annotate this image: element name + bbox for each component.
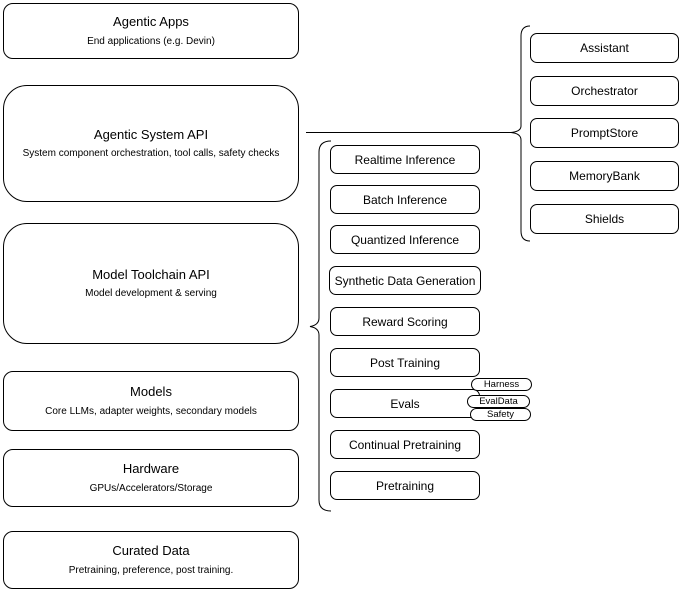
promptstore-label: PromptStore bbox=[570, 126, 639, 140]
box-pretraining: Pretraining bbox=[330, 471, 480, 500]
curated-data-subtitle: Pretraining, preference, post training. bbox=[68, 564, 234, 576]
box-evals: Evals bbox=[330, 389, 480, 418]
models-subtitle: Core LLMs, adapter weights, secondary mo… bbox=[45, 405, 257, 417]
quantized-inference-label: Quantized Inference bbox=[350, 232, 460, 247]
model-toolchain-api-subtitle: Model development & serving bbox=[85, 288, 217, 300]
box-post-training: Post Training bbox=[330, 348, 480, 377]
hardware-subtitle: GPUs/Accelerators/Storage bbox=[89, 482, 213, 494]
box-reward-scoring: Reward Scoring bbox=[330, 307, 480, 336]
safety-label: Safety bbox=[487, 408, 514, 420]
system-components-group-brace bbox=[510, 25, 531, 242]
reward-scoring-label: Reward Scoring bbox=[362, 314, 448, 329]
post-training-label: Post Training bbox=[369, 355, 441, 370]
box-realtime-inference: Realtime Inference bbox=[330, 145, 480, 174]
tag-evaldata: EvalData bbox=[467, 395, 530, 408]
box-hardware: Hardware GPUs/Accelerators/Storage bbox=[3, 449, 299, 507]
agentic-apps-subtitle: End applications (e.g. Devin) bbox=[87, 35, 215, 47]
realtime-inference-label: Realtime Inference bbox=[354, 152, 456, 167]
tag-safety: Safety bbox=[470, 408, 531, 421]
box-orchestrator: Orchestrator bbox=[530, 76, 679, 106]
assistant-label: Assistant bbox=[580, 41, 629, 55]
box-models: Models Core LLMs, adapter weights, secon… bbox=[3, 371, 299, 431]
evaldata-label: EvalData bbox=[479, 395, 518, 407]
box-agentic-apps: Agentic Apps End applications (e.g. Devi… bbox=[3, 3, 299, 59]
box-batch-inference: Batch Inference bbox=[330, 185, 480, 214]
batch-inference-label: Batch Inference bbox=[362, 192, 448, 207]
memorybank-label: MemoryBank bbox=[569, 169, 640, 183]
box-shields: Shields bbox=[530, 204, 679, 234]
box-synthetic-data-generation: Synthetic Data Generation bbox=[329, 266, 481, 295]
continual-pretraining-label: Continual Pretraining bbox=[348, 437, 462, 452]
box-continual-pretraining: Continual Pretraining bbox=[330, 430, 480, 459]
synthetic-data-generation-label: Synthetic Data Generation bbox=[334, 273, 476, 288]
models-title: Models bbox=[130, 384, 172, 400]
box-memorybank: MemoryBank bbox=[530, 161, 679, 191]
box-curated-data: Curated Data Pretraining, preference, po… bbox=[3, 531, 299, 589]
agentic-system-api-subtitle: System component orchestration, tool cal… bbox=[22, 148, 280, 160]
box-quantized-inference: Quantized Inference bbox=[330, 225, 480, 254]
orchestrator-label: Orchestrator bbox=[571, 84, 638, 98]
box-assistant: Assistant bbox=[530, 33, 679, 63]
harness-label: Harness bbox=[483, 378, 520, 390]
tag-harness: Harness bbox=[471, 378, 532, 391]
pretraining-label: Pretraining bbox=[375, 478, 435, 493]
box-promptstore: PromptStore bbox=[530, 118, 679, 148]
shields-label: Shields bbox=[584, 212, 625, 226]
box-agentic-system-api: Agentic System API System component orch… bbox=[3, 85, 299, 202]
box-model-toolchain-api: Model Toolchain API Model development & … bbox=[3, 223, 299, 344]
agentic-system-api-title: Agentic System API bbox=[93, 126, 209, 142]
curated-data-title: Curated Data bbox=[112, 543, 190, 559]
hardware-title: Hardware bbox=[122, 461, 180, 477]
model-toolchain-api-title: Model Toolchain API bbox=[92, 266, 210, 282]
evals-label: Evals bbox=[390, 396, 420, 411]
agentic-apps-title: Agentic Apps bbox=[113, 14, 189, 30]
toolchain-group-brace bbox=[309, 140, 332, 512]
